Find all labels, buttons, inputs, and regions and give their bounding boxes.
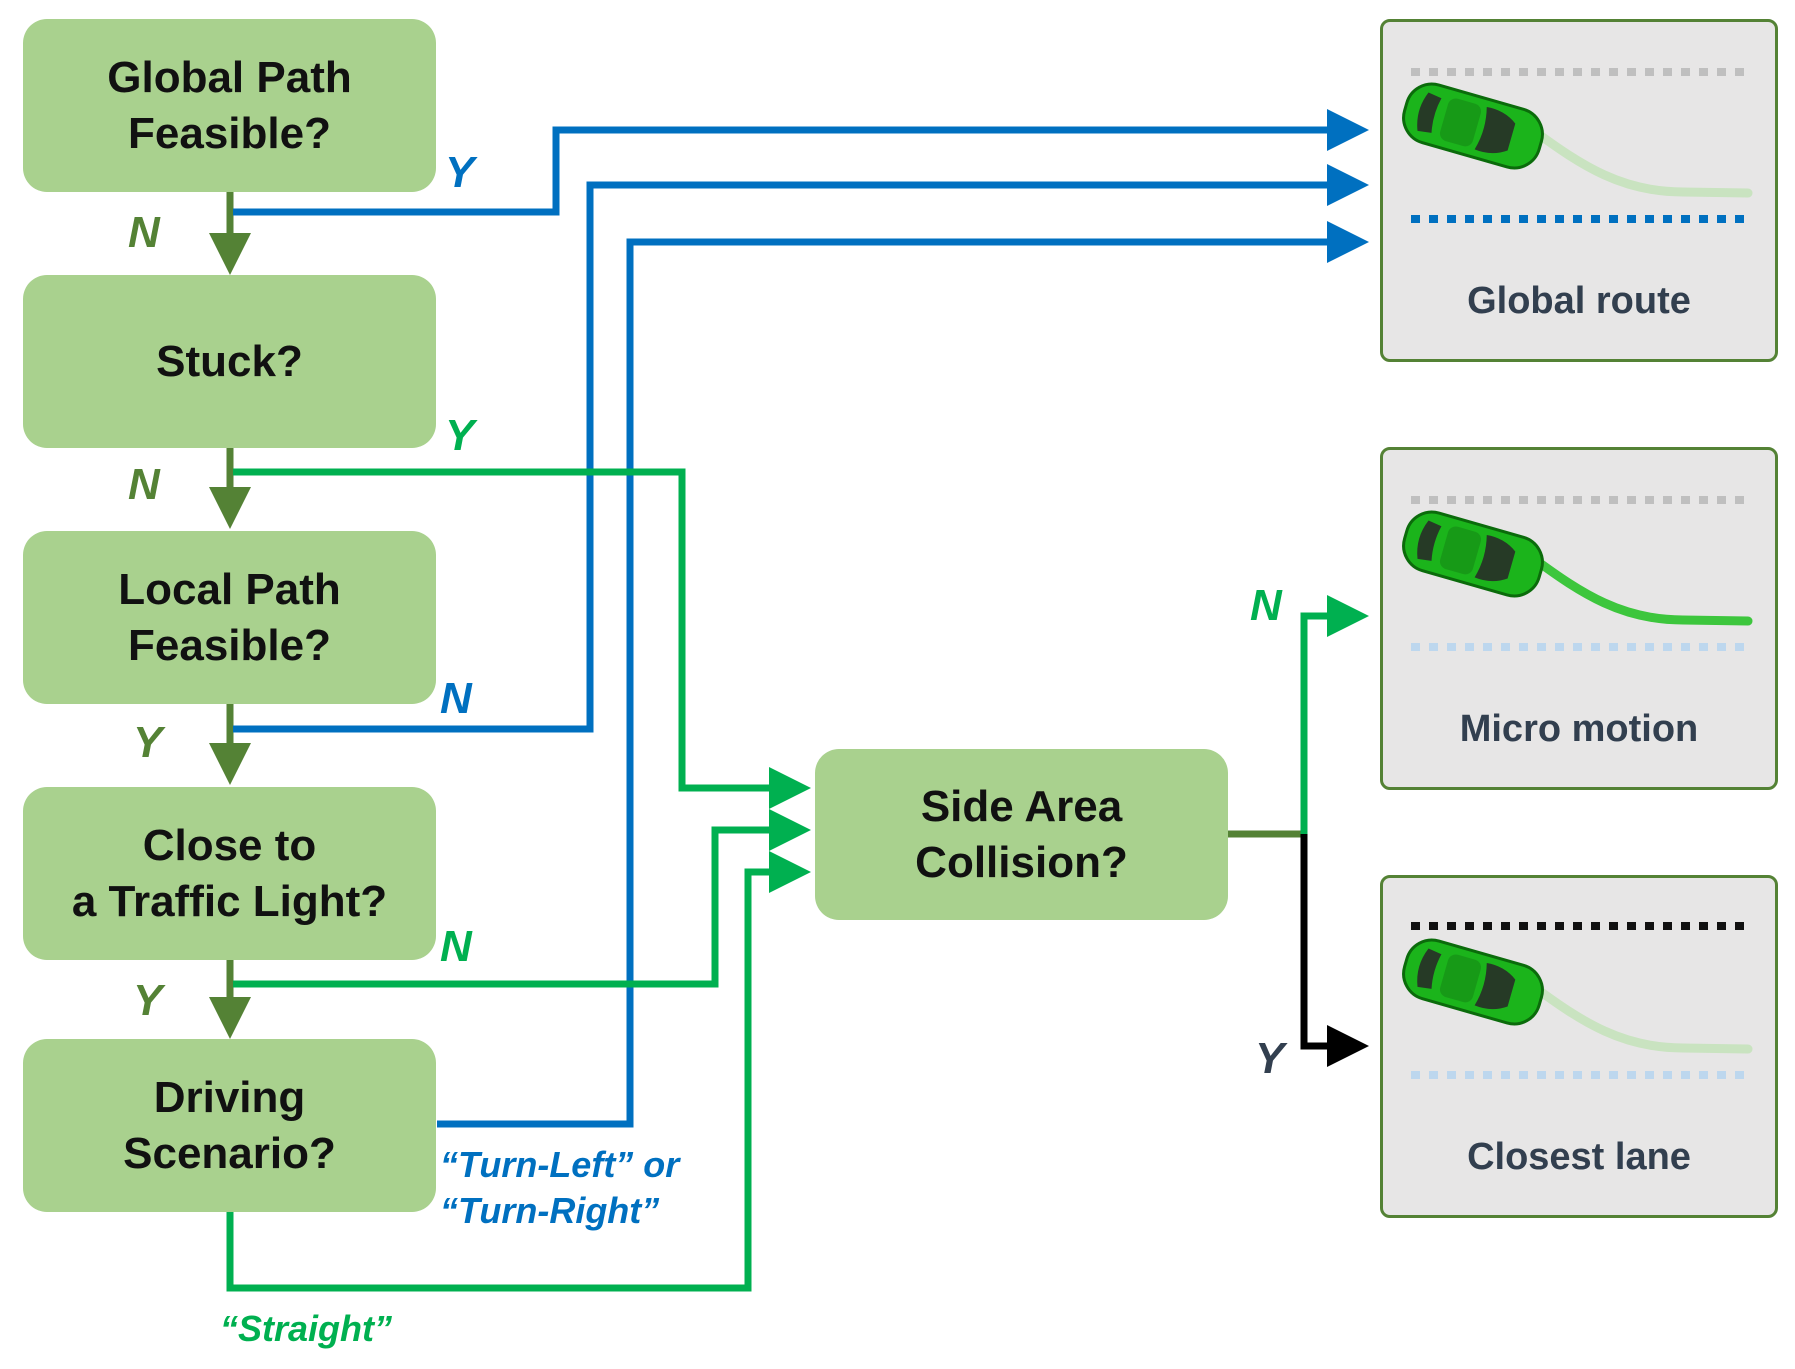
panel-label-closest-lane: Closest lane bbox=[1467, 1136, 1691, 1178]
edge-scenario-straight bbox=[226, 851, 811, 1292]
label-turn-left-right: “Turn-Left” or “Turn-Right” bbox=[440, 1144, 680, 1231]
node-side-area-collision: Side Area Collision? bbox=[815, 749, 1228, 920]
edge-local-no bbox=[233, 164, 1369, 733]
label-collision-yes: Y bbox=[1255, 1034, 1285, 1083]
label-traffic-yes: Y bbox=[133, 976, 163, 1025]
panel-closest-lane: Closest lane bbox=[1380, 875, 1778, 1218]
panel-global-route: Global route bbox=[1380, 19, 1778, 362]
scene-micro-motion bbox=[1402, 496, 1753, 651]
label-local-yes: Y bbox=[133, 718, 163, 767]
scene-global-route bbox=[1402, 68, 1753, 223]
panel-label-micro-motion: Micro motion bbox=[1459, 708, 1699, 750]
edge-collision-yes bbox=[1300, 834, 1369, 1067]
edge-global-yes bbox=[233, 109, 1369, 216]
edge-stuck-yes bbox=[233, 468, 811, 809]
label-collision-no: N bbox=[1250, 581, 1282, 630]
scene-closest-lane bbox=[1402, 922, 1753, 1079]
node-driving-scenario: Driving Scenario? bbox=[23, 1039, 436, 1212]
panel-micro-motion: Micro motion bbox=[1380, 447, 1778, 790]
car-icon bbox=[1402, 510, 1544, 598]
car-icon bbox=[1402, 938, 1544, 1026]
car-icon bbox=[1402, 82, 1544, 170]
label-stuck-yes: Y bbox=[445, 411, 475, 460]
label-stuck-no: N bbox=[128, 460, 160, 509]
label-global-no: N bbox=[128, 208, 160, 257]
edge-collision-no bbox=[1300, 595, 1369, 834]
edge-scenario-turn bbox=[437, 221, 1369, 1128]
label-local-no: N bbox=[440, 674, 472, 723]
panel-label-global-route: Global route bbox=[1467, 280, 1691, 322]
node-local-path-feasible: Local Path Feasible? bbox=[23, 531, 436, 704]
label-straight: “Straight” bbox=[220, 1308, 393, 1349]
edge-traffic-no bbox=[233, 809, 811, 988]
label-global-yes: Y bbox=[445, 148, 475, 197]
node-global-path-feasible: Global Path Feasible? bbox=[23, 19, 436, 192]
label-traffic-no: N bbox=[440, 922, 472, 971]
node-close-to-traffic-light: Close to a Traffic Light? bbox=[23, 787, 436, 960]
node-stuck: Stuck? bbox=[23, 275, 436, 448]
